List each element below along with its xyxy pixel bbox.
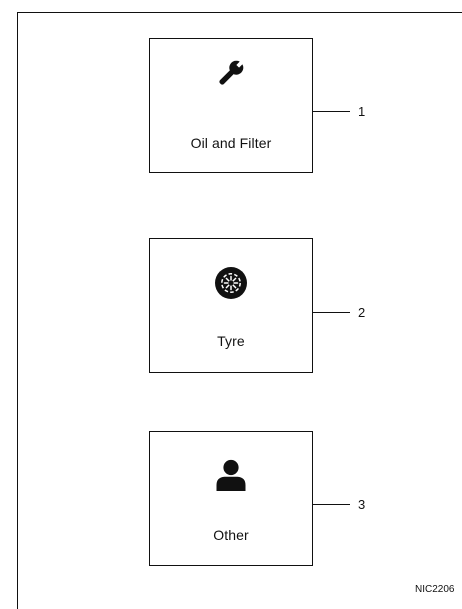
callout-number-3: 3 [358, 497, 366, 512]
wrench-icon [214, 56, 248, 90]
figure-code: NIC2206 [415, 584, 455, 595]
leader-line-1 [313, 111, 350, 112]
callout-number-1: 1 [358, 104, 366, 119]
tile-oil-and-filter: Oil and Filter [149, 38, 313, 173]
leader-line-2 [313, 312, 350, 313]
tile-label-tyre: Tyre [217, 333, 245, 349]
tile-other: Other [149, 431, 313, 566]
person-icon [214, 458, 248, 492]
tile-tyre: Tyre [149, 238, 313, 373]
tile-label-oil-and-filter: Oil and Filter [190, 135, 272, 151]
leader-line-3 [313, 504, 350, 505]
callout-number-2: 2 [358, 305, 366, 320]
tile-label-other: Other [213, 527, 249, 543]
tyre-icon [214, 266, 248, 300]
